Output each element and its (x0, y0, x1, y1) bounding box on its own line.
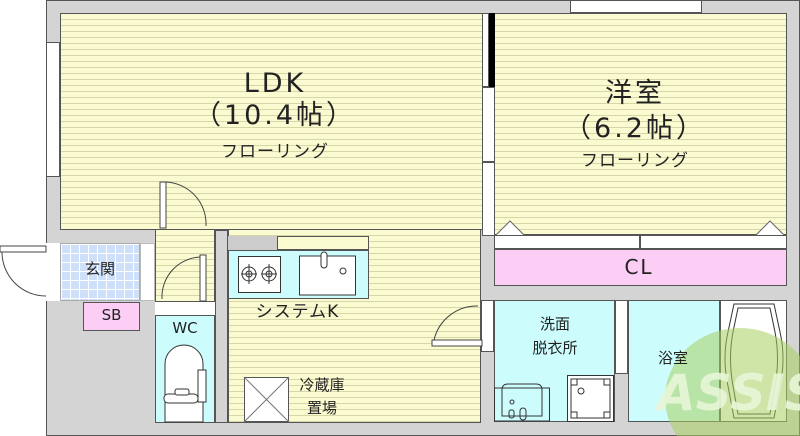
entrance-step (140, 243, 155, 301)
washing-machine-icon (567, 375, 614, 422)
washroom-door-icon[interactable] (431, 305, 488, 348)
svg-text:ASSIST: ASSIST (653, 364, 800, 422)
ldk-size-label: （10.4帖） (193, 100, 357, 131)
western-window (570, 0, 702, 13)
ldk-floor-label: フローリング (221, 142, 329, 162)
sliding-door[interactable] (482, 13, 489, 87)
counter-top (277, 236, 369, 250)
toilet-icon (163, 344, 207, 423)
western-size-label: （6.2帖） (564, 113, 706, 144)
fridge-label-2: 置場 (306, 399, 337, 417)
hall-wall (215, 230, 228, 423)
wc-label: WC (172, 319, 198, 337)
fridge-space-icon (243, 376, 290, 423)
closet (494, 249, 787, 286)
bath-door[interactable] (615, 300, 628, 374)
fridge-label: 冷蔵庫 (299, 376, 345, 394)
washroom-doorway (481, 300, 494, 352)
sliding-door[interactable] (482, 162, 495, 236)
sliding-door[interactable] (482, 87, 495, 162)
counter-shelf (228, 236, 277, 250)
closet-label: CL (624, 255, 654, 279)
ldk-room (60, 13, 486, 230)
wc-doorway (155, 302, 215, 315)
shoebox (83, 302, 140, 331)
assist-watermark-logo: ASSIST (653, 328, 800, 436)
stove-icon (238, 256, 281, 293)
washbasin-icon (494, 383, 550, 422)
ldk-window (46, 42, 60, 177)
sink-icon (299, 251, 356, 296)
entrance-label: 玄関 (84, 260, 115, 278)
bath-label: 浴室 (657, 349, 688, 367)
hall-door-icon[interactable] (159, 180, 212, 232)
kitchen-label: システムK (255, 302, 340, 322)
partition-wall (488, 13, 495, 87)
washroom-label-2: 脱衣所 (532, 339, 578, 357)
ldk-label: LDK (243, 68, 307, 99)
entrance-doorway (46, 243, 60, 301)
closet-door-swing-icon (495, 220, 785, 236)
entrance (60, 243, 140, 301)
western-label: 洋室 (605, 78, 665, 109)
closet-door[interactable] (640, 235, 787, 249)
wc-door-icon[interactable] (160, 254, 210, 305)
western-floor-label: フローリング (581, 151, 689, 171)
western-room (494, 13, 787, 235)
shoebox-label: SB (101, 306, 122, 324)
washroom-label: 洗面 (539, 315, 570, 333)
entrance-door-icon[interactable] (0, 245, 60, 302)
closet-door[interactable] (494, 235, 640, 249)
